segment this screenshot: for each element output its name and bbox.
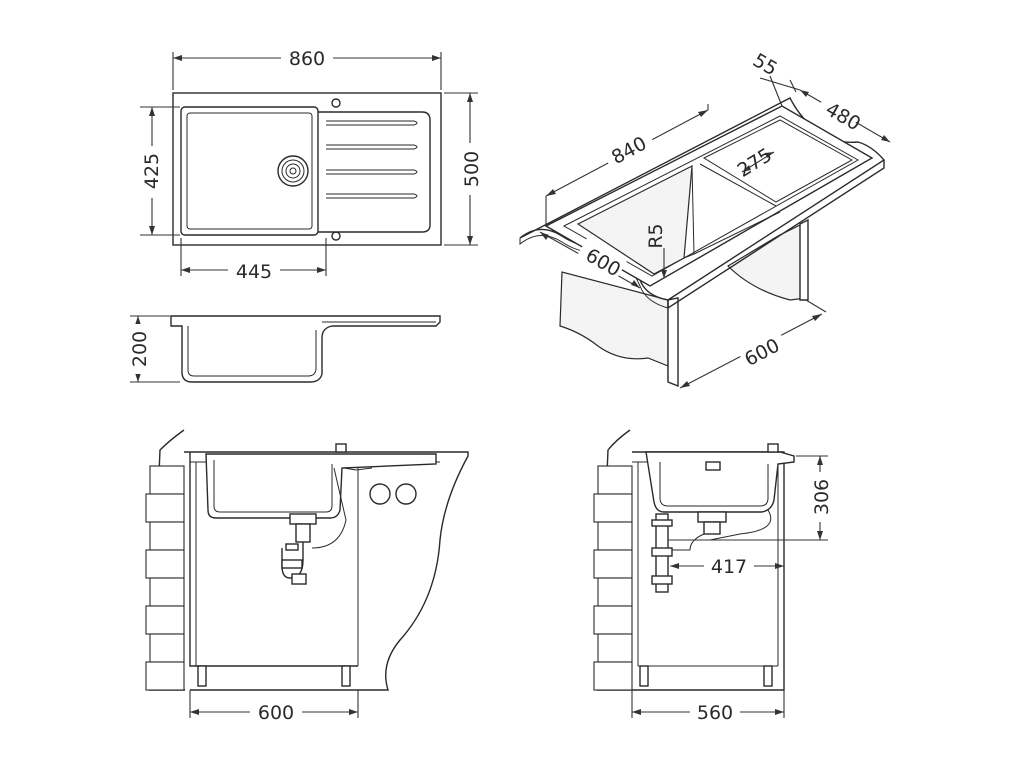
dim-side-cabinet-depth: 560 xyxy=(697,702,733,724)
iso-drainer xyxy=(702,119,854,203)
brick-wall xyxy=(593,429,633,691)
dim-top-bowl-width: 445 xyxy=(236,261,272,283)
front-installation-view: 600 xyxy=(145,429,469,724)
overflow-hole-icon xyxy=(331,231,341,241)
dim-iso-rim: 55 xyxy=(749,49,781,80)
dim-top-height: 500 xyxy=(461,151,483,187)
drainer-grooves xyxy=(326,120,418,199)
front-sink-bowl xyxy=(205,453,437,519)
dim-front-cabinet-width: 600 xyxy=(258,702,294,724)
isometric-view: 840 55 480 275 R5 600 600 xyxy=(519,49,891,389)
dim-side-drain-offset: 417 xyxy=(711,556,747,578)
cabinet-leg xyxy=(639,665,649,687)
cabinet-left-panel xyxy=(559,271,669,380)
cabinet-front-edge xyxy=(667,297,679,388)
tap-hole-icon xyxy=(331,98,341,108)
bowl-inner xyxy=(186,112,313,230)
side-installation-view: 306 417 560 xyxy=(593,429,834,724)
dim-top-width: 860 xyxy=(289,48,325,70)
siphon-trap-icon xyxy=(281,513,317,585)
wall-socket-icon xyxy=(369,483,417,505)
section-outline xyxy=(170,315,441,383)
dim-top-bowl-height: 425 xyxy=(141,153,163,189)
dim-side-bowl-depth: 306 xyxy=(811,479,833,515)
bowl-outer xyxy=(180,106,319,236)
cabinet-leg xyxy=(763,665,773,687)
top-view: 860 425 500 445 xyxy=(138,45,484,283)
cabinet-body xyxy=(189,452,358,667)
side-sink-bowl xyxy=(645,451,795,513)
cabinet-leg xyxy=(197,665,207,687)
drain-strainer-icon xyxy=(277,155,309,187)
dim-iso-radius: R5 xyxy=(645,223,667,248)
cabinet-leg xyxy=(341,665,351,687)
dim-side-depth: 200 xyxy=(129,331,151,367)
side-section-view: 200 xyxy=(126,315,441,383)
sink-outline xyxy=(172,92,442,246)
drainer-outline xyxy=(318,111,431,233)
brick-wall xyxy=(145,429,185,691)
